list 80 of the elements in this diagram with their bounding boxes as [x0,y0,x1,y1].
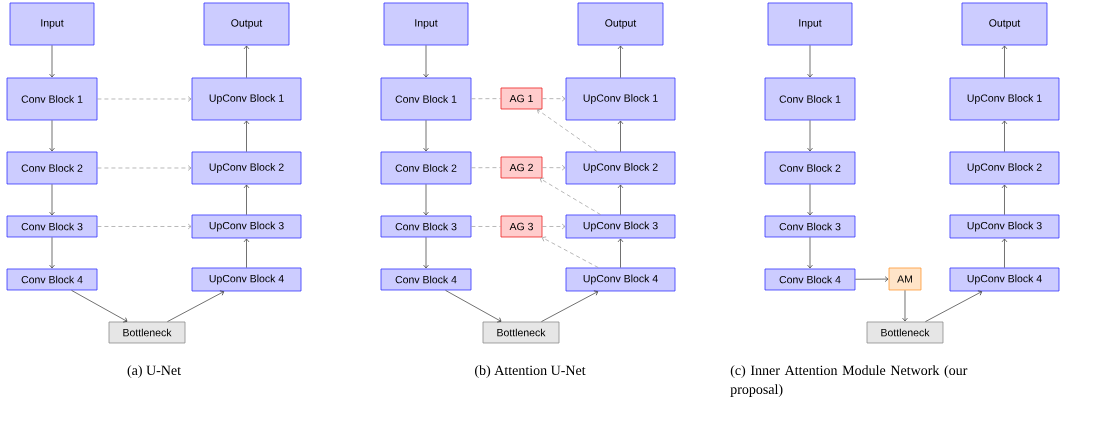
process-box: Output [961,2,1048,46]
process-box: Conv Block 1 [764,77,856,121]
process-box: Conv Block 2 [764,151,856,185]
process-box: Conv Block 1 [380,77,472,121]
arrow [423,237,429,269]
arrow [902,290,908,322]
arrow [423,45,429,78]
arrow [167,290,225,322]
process-box: Conv Block 3 [764,215,856,238]
arrow [617,184,624,215]
attention-gate-box: AG 3 [500,215,543,238]
process-box: UpConv Block 4 [949,267,1060,292]
process-box: UpConv Block 1 [949,77,1060,121]
arrow [243,45,250,78]
bottleneck-box: Bottleneck [482,321,560,344]
process-box: UpConv Block 2 [191,151,302,185]
process-box: Conv Block 4 [380,268,472,291]
process-box: Conv Block 1 [6,77,98,121]
arrow [807,184,813,216]
process-box: Conv Block 3 [6,215,98,238]
arrow [243,238,250,268]
arrow [617,238,624,268]
process-box: UpConv Block 1 [565,77,676,121]
process-box: Conv Block 4 [764,268,856,291]
process-box: Output [577,2,664,46]
arrow [617,120,624,152]
process-box: Output [203,2,290,46]
arrow [49,237,55,269]
subfigure-caption: (c) Inner Attention Module Network (our proposal) [730,365,968,397]
attention-gate-box: AG 1 [500,87,543,110]
arrow [423,184,429,216]
process-box: UpConv Block 2 [565,151,676,185]
arrow [542,95,566,102]
process-box: Input [383,2,469,46]
bottleneck-box: Bottleneck [866,321,944,344]
arrow [423,120,429,152]
arrow [925,290,983,322]
arrow [49,45,55,78]
arrow [243,184,250,215]
arrow [807,45,813,78]
arrow [97,165,192,171]
bottleneck-box: Bottleneck [108,321,186,344]
arrow [539,177,601,215]
arrow [1001,45,1008,78]
arrow [97,223,192,230]
subfigure-caption: (a) U-Net [127,365,181,378]
subfigure-caption: (b) Attention U-Net [475,365,586,378]
arrow [541,290,599,322]
process-box: UpConv Block 4 [191,267,302,292]
arrow [49,184,55,216]
process-box: Input [767,2,853,46]
arrow [97,96,192,102]
arrow [542,164,566,171]
arrow [807,120,813,152]
process-box: UpConv Block 3 [949,214,1060,239]
process-box: Input [9,2,95,46]
arrow [71,290,128,323]
process-box: UpConv Block 2 [949,151,1060,185]
process-box: Conv Block 2 [380,151,472,185]
arrow [537,109,598,152]
arrow [445,290,502,323]
process-box: UpConv Block 1 [191,77,302,121]
process-box: UpConv Block 3 [191,214,302,239]
process-box: UpConv Block 3 [565,214,676,239]
arrow [807,237,813,269]
arrow [617,45,624,78]
arrow [542,236,599,268]
attention-gate-box: AG 2 [500,156,543,179]
arrow [49,120,55,152]
process-box: Conv Block 4 [6,268,98,291]
arrow [243,120,250,152]
attention-module-box: AM [888,267,922,291]
arrow [542,223,566,230]
arrow [1001,184,1008,215]
arrow [1001,238,1008,268]
process-box: Conv Block 3 [380,215,472,238]
arrow [855,276,889,282]
arrow [1001,120,1008,152]
process-box: UpConv Block 4 [565,267,676,292]
process-box: Conv Block 2 [6,151,98,185]
